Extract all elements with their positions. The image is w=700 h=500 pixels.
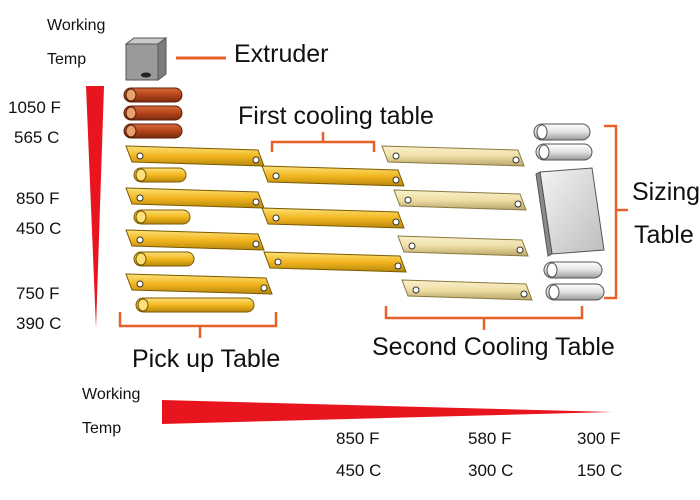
horizontal-temp-c-2: 300 C	[468, 461, 514, 480]
working-temp-bottom-label-line1: Working	[82, 386, 141, 403]
pick-up-table-bars	[125, 145, 273, 313]
sizing-table	[533, 123, 605, 301]
working-temp-bottom-label-line2: Temp	[82, 420, 122, 437]
horizontal-temp-gradient	[162, 400, 612, 424]
vertical-temp-f-1: 1050 F	[8, 98, 61, 117]
sizing-bracket	[604, 124, 618, 300]
working-temp-top-label-line1: Working	[47, 17, 106, 34]
horizontal-temp-f-2: 580 F	[468, 429, 512, 448]
vertical-temp-c-3: 390 C	[16, 314, 62, 333]
extruder-block	[124, 37, 168, 81]
pick-up-table-label: Pick up Table	[132, 345, 281, 373]
vertical-temp-gradient	[86, 86, 104, 328]
horizontal-temp-c-1: 450 C	[336, 461, 382, 480]
horizontal-temp-f-3: 300 F	[577, 429, 621, 448]
vertical-temp-f-3: 750 F	[16, 284, 60, 303]
first-cooling-table-label: First cooling table	[238, 102, 434, 130]
extruder-label: Extruder	[234, 40, 329, 68]
sizing-table-label-line2: Table	[634, 221, 694, 249]
second-cooling-bracket	[384, 306, 584, 320]
vertical-temp-f-2: 850 F	[16, 189, 60, 208]
hot-rods	[123, 87, 183, 139]
pick-up-bracket	[118, 312, 278, 328]
first-cooling-bracket	[270, 140, 376, 152]
vertical-temp-c-1: 565 C	[14, 128, 60, 147]
working-temp-top-label-line2: Temp	[47, 51, 87, 68]
first-cooling-table-bars	[261, 165, 407, 273]
sizing-table-label-line1: Sizing	[632, 178, 700, 206]
horizontal-temp-f-1: 850 F	[336, 429, 380, 448]
second-cooling-table-label: Second Cooling Table	[372, 333, 615, 361]
horizontal-temp-c-3: 150 C	[577, 461, 623, 480]
second-cooling-table-bars	[381, 145, 533, 301]
vertical-temp-c-2: 450 C	[16, 219, 62, 238]
